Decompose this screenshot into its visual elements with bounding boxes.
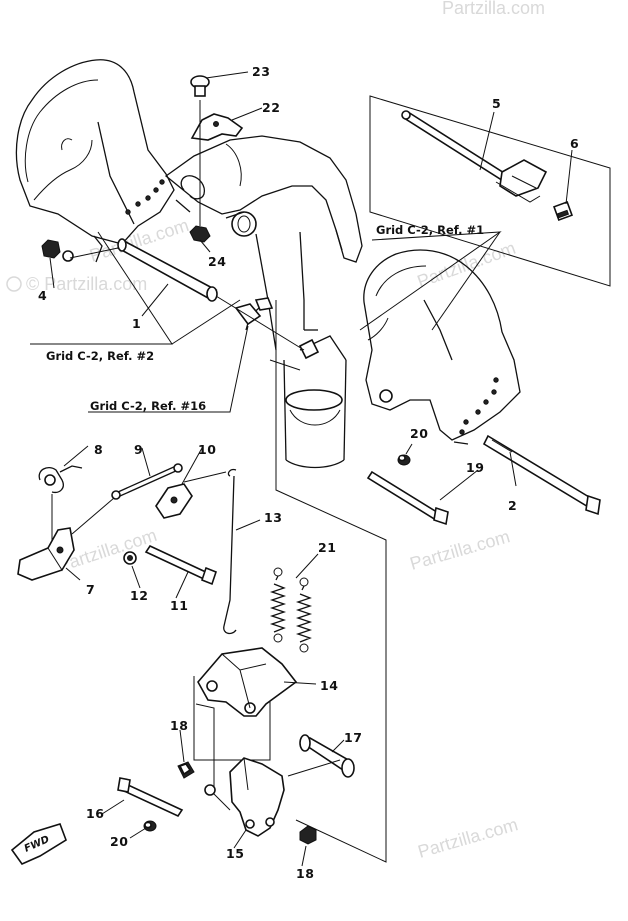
callout-13: 13 xyxy=(264,510,282,525)
grid-ref-2: Grid C-2, Ref. #2 xyxy=(46,349,154,363)
callout-18: 18 xyxy=(296,866,314,881)
callout-numbers: 23 22 5 6 24 4 1 8 9 10 20 19 2 13 21 7 … xyxy=(38,64,579,881)
ring-hook xyxy=(175,175,206,213)
watermark-text: © Partzilla.com xyxy=(26,274,147,294)
assembly-line xyxy=(183,471,227,483)
part-20-washer xyxy=(143,820,157,832)
grid-ref-16: Grid C-2, Ref. #16 xyxy=(90,399,206,413)
callout-8: 8 xyxy=(94,442,103,457)
callout-20: 20 xyxy=(410,426,428,441)
part-6-nut xyxy=(553,201,573,221)
callout-7: 7 xyxy=(86,582,95,597)
callout-24: 24 xyxy=(208,254,226,269)
part-4-nut xyxy=(41,239,74,262)
watermark-text: Partzilla.com xyxy=(415,238,519,292)
callout-17: 17 xyxy=(344,730,362,745)
callout-6: 6 xyxy=(570,136,579,151)
part-22-plate xyxy=(190,113,244,141)
grid-ref-1: Grid C-2, Ref. #1 xyxy=(376,223,484,237)
part-15-plate xyxy=(229,757,285,837)
assembly-line xyxy=(71,497,115,535)
part-2-bolt xyxy=(482,434,601,516)
inset-box xyxy=(369,95,611,287)
part-5-bolt xyxy=(401,110,548,203)
callout-10: 10 xyxy=(198,442,216,457)
part-10-lever xyxy=(155,483,193,519)
callout-2: 2 xyxy=(508,498,517,513)
assembly-lines xyxy=(193,300,387,863)
grid-reference-labels: Grid C-2, Ref. #1 Grid C-2, Ref. #2 Grid… xyxy=(46,223,484,413)
part-11-bolt xyxy=(144,544,217,586)
part-19-bolt xyxy=(366,470,449,526)
part-8-spring-clip xyxy=(38,465,83,494)
part-13-rod xyxy=(223,468,237,635)
callout-1: 1 xyxy=(132,316,141,331)
small-bracket-parts xyxy=(215,295,320,360)
callout-16: 16 xyxy=(86,806,104,821)
callout-20: 20 xyxy=(110,834,128,849)
callout-4: 4 xyxy=(38,288,47,303)
part-9-rod xyxy=(111,463,183,500)
callout-19: 19 xyxy=(466,460,484,475)
part-20-washer xyxy=(397,454,411,466)
part-18-spacer xyxy=(177,761,195,779)
part-21-springs xyxy=(269,553,319,653)
callout-21: 21 xyxy=(318,540,336,555)
part-18-nut xyxy=(299,825,317,845)
leader-lines xyxy=(30,71,573,867)
part-1-shaft xyxy=(116,238,218,302)
part-7-lever xyxy=(17,527,75,581)
part-16-bolt xyxy=(117,777,216,818)
callout-9: 9 xyxy=(134,442,143,457)
assembly-line xyxy=(287,759,341,777)
part-14-bracket xyxy=(197,647,298,717)
callout-12: 12 xyxy=(130,588,148,603)
callout-15: 15 xyxy=(226,846,244,861)
part-23-bolt xyxy=(190,75,210,97)
callout-5: 5 xyxy=(492,96,501,111)
watermark-copyright-icon xyxy=(6,276,22,292)
watermark-text: Partzilla.com xyxy=(408,526,513,574)
watermark-text: Partzilla.com xyxy=(416,814,521,862)
left-clamp-bracket xyxy=(15,59,175,263)
right-clamp-bracket xyxy=(363,249,521,445)
part-24-nut xyxy=(189,225,211,243)
callout-23: 23 xyxy=(252,64,270,79)
callout-11: 11 xyxy=(170,598,188,613)
callout-22: 22 xyxy=(262,100,280,115)
fwd-arrow-icon: FWD xyxy=(10,823,67,865)
watermark-text: Partzilla.com xyxy=(442,0,545,18)
callout-14: 14 xyxy=(320,678,338,693)
part-12-washer xyxy=(123,551,137,565)
callout-18: 18 xyxy=(170,718,188,733)
